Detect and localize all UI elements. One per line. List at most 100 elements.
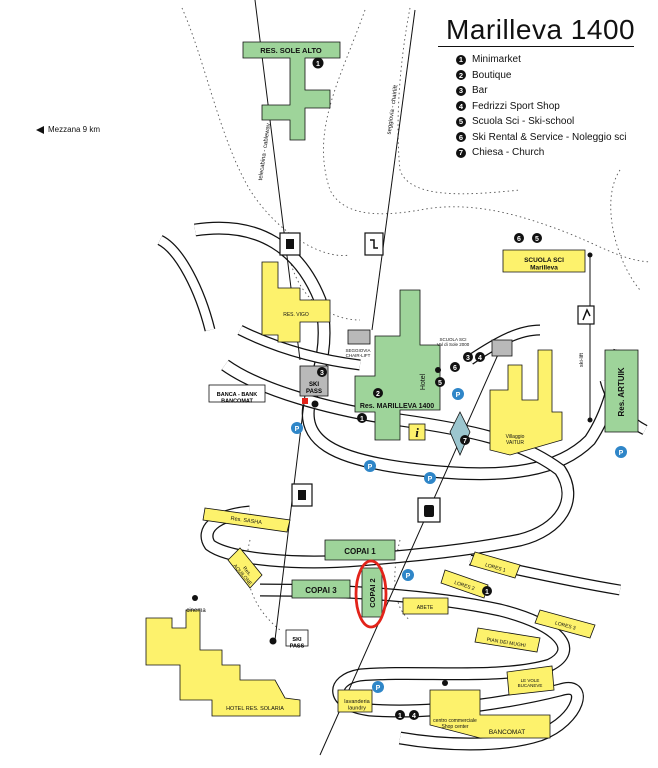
arrow-left-icon (36, 125, 44, 134)
svg-text:P: P (376, 685, 381, 692)
shop-center-building (429, 689, 551, 739)
parking-icon (372, 681, 384, 693)
green-buildings (242, 41, 639, 618)
svg-text:5: 5 (438, 380, 442, 387)
svg-text:7: 7 (463, 438, 467, 445)
label-seggiovia: seggiovia - chairlift (387, 85, 400, 135)
info-letter: i (415, 425, 419, 440)
pian-dei-mughi-building (474, 627, 541, 653)
label-copai2: COPAI 2 (368, 578, 377, 607)
label-abete: ABETE (417, 605, 434, 611)
lores3-building (534, 609, 596, 639)
info-icon (408, 423, 426, 441)
ski-slope-edges (181, 7, 651, 631)
chairlift-line (371, 9, 416, 331)
lift-icons (279, 232, 595, 523)
marker-numbers: 1 3 2 1 6 5 3 4 6 5 7 1 1 4 (316, 61, 539, 720)
label-bancomat: BANCOMAT (489, 729, 525, 736)
res-aquilone-building (227, 547, 263, 589)
lavanderia-building (337, 689, 373, 713)
location-dots (192, 367, 448, 686)
hotel-res-solaria-building (145, 609, 301, 717)
res-vigo-building (261, 261, 331, 343)
label-copai3: COPAI 3 (305, 586, 337, 595)
parking-icon (615, 446, 627, 458)
svg-text:P: P (619, 450, 624, 457)
svg-text:3: 3 (466, 355, 470, 362)
le-vole-building (506, 665, 555, 696)
parking-icon (364, 460, 376, 472)
svg-text:1: 1 (360, 416, 364, 423)
gondola-upper-station (491, 339, 513, 357)
villaggio-vaitur-building (489, 349, 563, 456)
svg-text:P: P (406, 573, 411, 580)
copai1-building (324, 539, 396, 561)
label-hotel: Hotel (420, 373, 427, 390)
label-lores1: LORES 1 (484, 562, 506, 574)
map-title: Marilleva 1400 (446, 14, 636, 45)
label-res-marilleva: Res. MARILLEVA 1400 (360, 403, 434, 410)
svg-text:5: 5 (535, 236, 539, 243)
res-artuik-building (604, 349, 639, 433)
label-res-sasha: Res. SASHA (230, 516, 262, 526)
svg-text:2: 2 (376, 391, 380, 398)
label-res-artuik: Res. ARTUIK (617, 367, 626, 416)
label-res-vigo: RES. VIGO (283, 312, 309, 318)
ski-lift-icon (577, 305, 595, 325)
title-underline (438, 46, 634, 47)
label-copai1: COPAI 1 (344, 547, 376, 556)
parking-icon (424, 472, 436, 484)
highlight-circle (354, 559, 388, 629)
numbered-markers (312, 57, 542, 720)
gondola-line (319, 349, 501, 756)
svg-text:4: 4 (478, 355, 482, 362)
label-res-sole-alto: RES. SOLE ALTO (260, 46, 322, 55)
parking-letters: P P P P P P P (295, 392, 624, 692)
mezzana-direction: Mezzana 9 km (36, 125, 100, 134)
svg-text:1: 1 (398, 713, 402, 720)
label-cinema: cinema (186, 608, 206, 614)
lores1-building (469, 551, 521, 579)
svg-text:1: 1 (316, 61, 320, 68)
yellow-buildings (145, 249, 596, 739)
label-hotel-solaria: HOTEL RES. SOLARIA (226, 706, 284, 712)
svg-text:P: P (428, 476, 433, 483)
label-telecabina: telecabina - cableway (258, 123, 272, 181)
svg-text:3: 3 (320, 370, 324, 377)
scuola-sci-box (502, 249, 586, 273)
label-ski-lift: ski-lift (579, 353, 585, 368)
cableway-line-lower (274, 394, 306, 641)
lores2-building (440, 569, 489, 599)
parking-icon (291, 422, 303, 434)
label-lores3: LORES 3 (554, 620, 576, 631)
svg-text:6: 6 (453, 365, 457, 372)
copai3-building (291, 579, 351, 599)
svg-text:P: P (295, 426, 300, 433)
seggiovia-station (347, 329, 371, 345)
parking-icon (402, 569, 414, 581)
svg-text:6: 6 (517, 236, 521, 243)
church-shape (449, 411, 471, 457)
abete-building (402, 597, 449, 615)
svg-text:4: 4 (412, 713, 416, 720)
